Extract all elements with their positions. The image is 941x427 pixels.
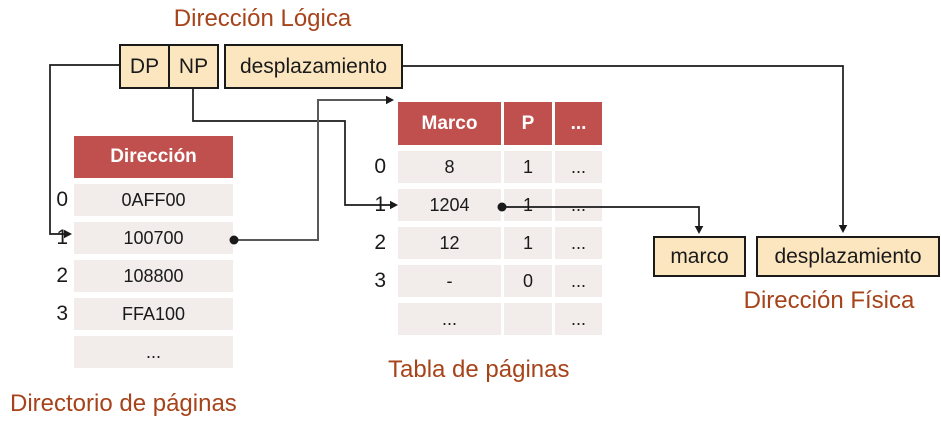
row-index-label: 1 xyxy=(374,193,386,216)
row-index-label: 0 xyxy=(374,155,386,178)
table-cell: - xyxy=(398,265,501,297)
row-index-label: 3 xyxy=(56,302,68,325)
column-header: Dirección xyxy=(74,136,233,178)
column-header: ... xyxy=(555,102,602,145)
page-directory-caption: Directorio de páginas xyxy=(10,390,237,417)
row-index-label: 2 xyxy=(56,264,68,287)
table-cell: FFA100 xyxy=(74,298,233,330)
table-cell: ... xyxy=(555,151,602,183)
table-cell: ... xyxy=(555,265,602,297)
row-index-label: 2 xyxy=(374,231,386,254)
table-cell: 1 xyxy=(504,151,552,183)
physical-frame-field: marco xyxy=(653,236,746,277)
table-cell: 12 xyxy=(398,227,501,259)
table-cell: 108800 xyxy=(74,260,233,292)
table-cell: 8 xyxy=(398,151,501,183)
physical-address-title: Dirección Física xyxy=(743,287,915,314)
row-index-label: 0 xyxy=(56,188,68,211)
table-cell: 0 xyxy=(504,265,552,297)
physical-offset-field: desplazamiento xyxy=(756,236,940,277)
arrowhead-icon xyxy=(694,226,704,234)
logical-address-dp-np-box: DP NP xyxy=(119,44,219,89)
logical-offset-field: desplazamiento xyxy=(224,44,403,89)
page-table-caption: Tabla de páginas xyxy=(388,356,570,383)
table-cell: ... xyxy=(555,227,602,259)
arrowhead-icon xyxy=(386,95,394,105)
table-cell: 1 xyxy=(504,227,552,259)
dp-field: DP xyxy=(129,54,160,78)
column-header: P xyxy=(504,102,552,145)
page-table: Marco P ... 8 1 ... 1204 1 ... 12 1 ... … xyxy=(398,102,602,335)
table-cell: 1 xyxy=(504,189,552,221)
row-index-label: 3 xyxy=(374,269,386,292)
page-directory-table: Dirección 0AFF00 100700 108800 FFA100 ..… xyxy=(74,136,233,368)
table-cell: 1204 xyxy=(398,189,501,221)
arrowhead-icon xyxy=(390,200,398,210)
table-cell: 100700 xyxy=(74,222,233,254)
np-field: NP xyxy=(168,46,217,87)
table-cell: ... xyxy=(398,303,501,335)
column-header: Marco xyxy=(398,102,501,145)
table-cell: ... xyxy=(555,303,602,335)
table-cell: ... xyxy=(555,189,602,221)
row-index-label: 1 xyxy=(56,226,68,249)
table-cell: ... xyxy=(74,336,233,368)
arrowhead-icon xyxy=(838,225,848,233)
table-cell xyxy=(504,303,552,335)
table-cell: 0AFF00 xyxy=(74,184,233,216)
logical-address-title: Dirección Lógica xyxy=(173,5,352,32)
